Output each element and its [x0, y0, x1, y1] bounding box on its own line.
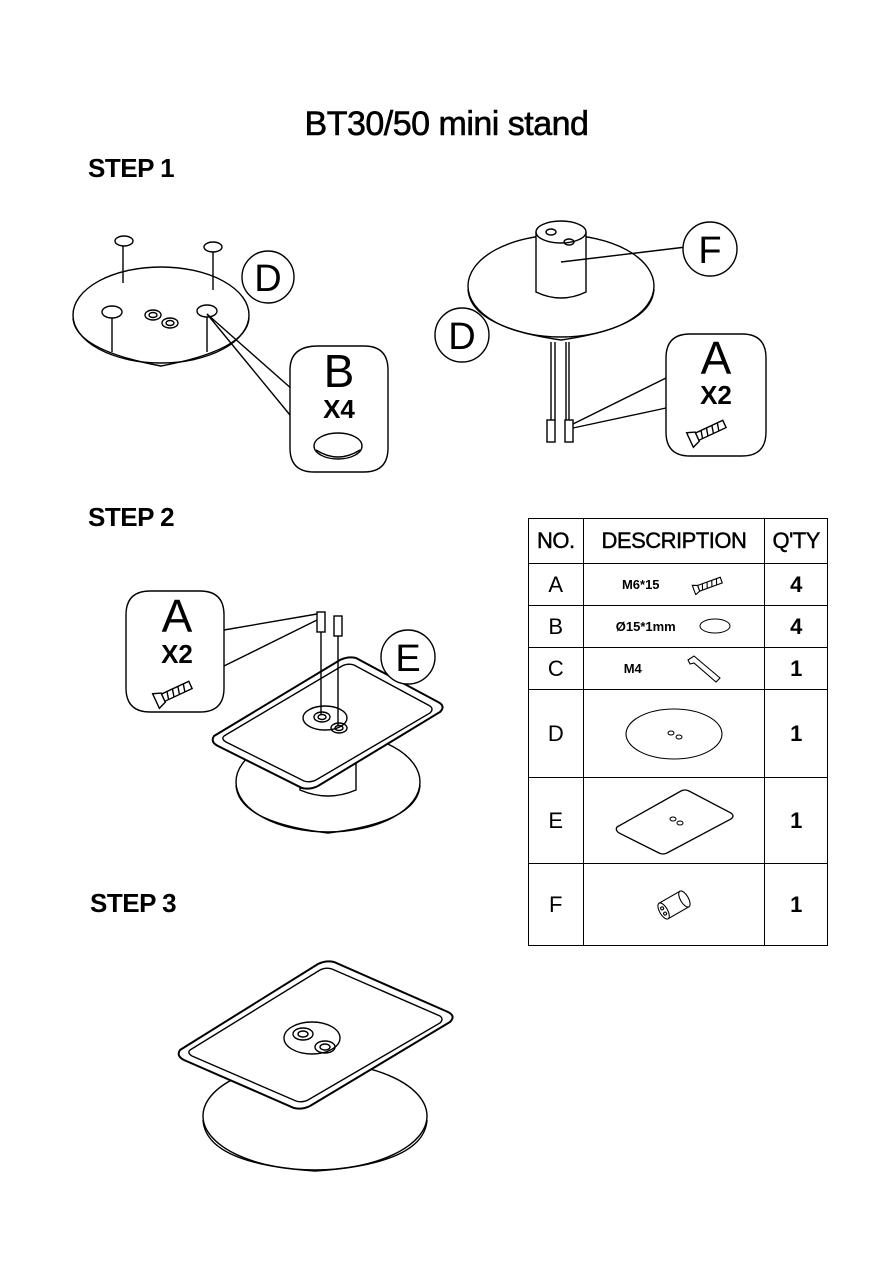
row-description: [582, 689, 766, 778]
plate-icon: [615, 788, 734, 855]
row-no: B: [528, 605, 584, 648]
callout-a-qty: X2: [700, 380, 732, 410]
tube-icon: [657, 889, 691, 920]
row-description: [582, 863, 766, 946]
step2-e-label: E: [395, 638, 420, 680]
step1-d2-label: D: [448, 316, 475, 358]
table-row: A M6*15 4: [528, 563, 828, 606]
step-2-label: STEP 2: [88, 502, 175, 532]
row-qty: 1: [764, 777, 828, 864]
row-spec: M6*15: [621, 576, 660, 592]
document-title: BT30/50 mini stand: [304, 105, 589, 144]
step1-f-label: F: [698, 230, 721, 272]
step-3-diagram: [177, 960, 454, 1172]
round-base-icon: [625, 707, 723, 760]
callout-b-qty: X4: [323, 394, 355, 424]
table-row: B Ø15*1mm 4: [528, 605, 828, 648]
table-row: D 1: [528, 689, 828, 778]
step-3-label: STEP 3: [90, 888, 177, 918]
table-row: E 1: [528, 777, 828, 864]
screw-icon: [691, 576, 723, 596]
row-description: [582, 777, 766, 864]
step2-callout-a-qty: X2: [161, 639, 193, 669]
row-qty: 1: [764, 863, 828, 946]
row-spec: Ø15*1mm: [615, 618, 676, 634]
row-qty: 1: [764, 647, 828, 690]
row-qty: 4: [764, 563, 828, 606]
table-row: C M4 1: [528, 647, 828, 690]
row-no: E: [528, 777, 584, 864]
callout-a-letter: A: [701, 332, 732, 384]
header-no: NO.: [528, 518, 584, 564]
row-qty: 4: [764, 605, 828, 648]
parts-table: NO. DESCRIPTION Q'TY A M6*15 4 B Ø15*1mm…: [528, 518, 828, 946]
row-no: F: [528, 863, 584, 946]
row-description: M4: [582, 647, 766, 690]
round-base-with-pads-drawing: [72, 235, 294, 416]
row-no: A: [528, 563, 584, 606]
hex-key-icon: [687, 654, 722, 683]
pad-icon: [699, 618, 731, 634]
header-qty: Q'TY: [764, 518, 828, 564]
step-2-diagram: E A X2: [125, 590, 444, 834]
table-header-row: NO. DESCRIPTION Q'TY: [528, 518, 828, 564]
header-description: DESCRIPTION: [582, 518, 766, 564]
row-description: M6*15: [582, 563, 766, 606]
row-spec: M4: [623, 660, 642, 676]
step-1-diagram: D B X4 F D A X2: [72, 220, 767, 473]
step1-d-label: D: [254, 258, 281, 300]
step-1-label: STEP 1: [88, 153, 175, 183]
row-no: D: [528, 689, 584, 778]
row-no: C: [528, 647, 584, 690]
callout-b-letter: B: [324, 345, 355, 397]
step2-callout-a-letter: A: [162, 590, 193, 642]
round-base-with-tube-drawing: [467, 220, 687, 443]
table-row: F 1: [528, 863, 828, 946]
row-qty: 1: [764, 689, 828, 778]
row-description: Ø15*1mm: [582, 605, 766, 648]
